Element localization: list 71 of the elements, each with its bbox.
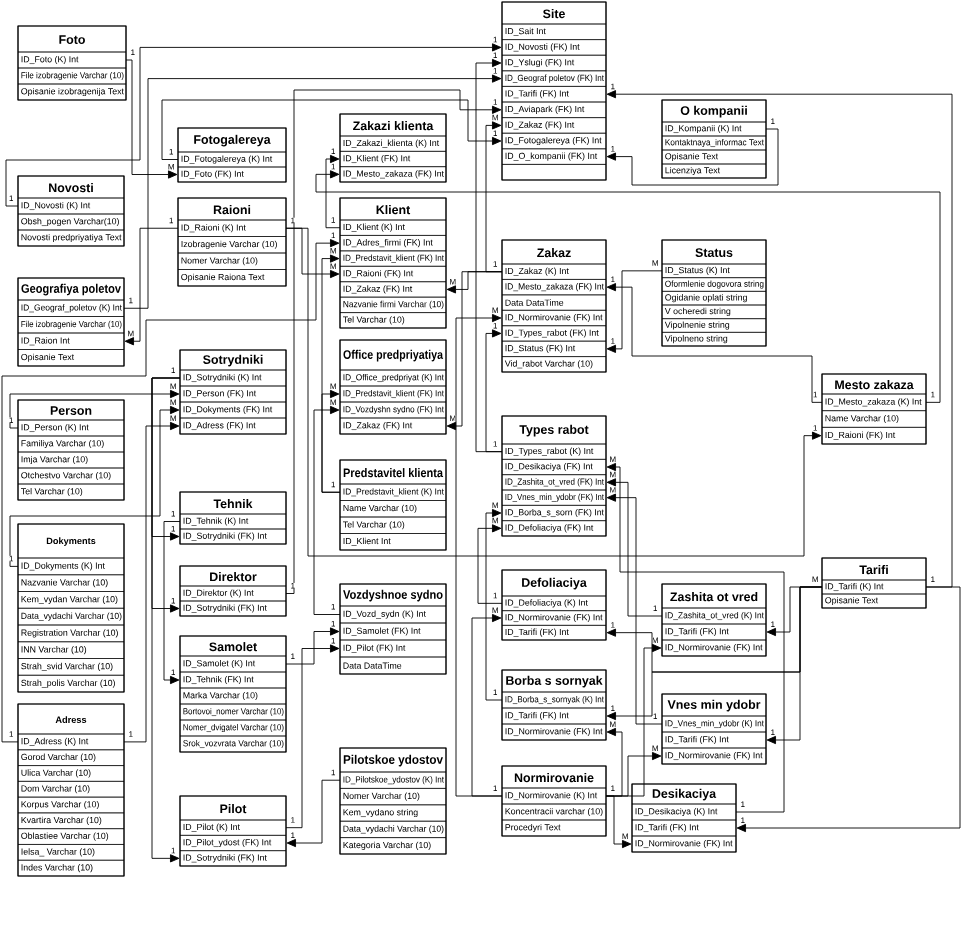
relationship-line	[161, 99, 502, 160]
relationship-line	[605, 727, 623, 797]
relationship-line	[606, 493, 663, 725]
entity-table	[17, 703, 125, 877]
relationship-line	[163, 521, 181, 685]
entity-table	[179, 565, 287, 617]
entity-table	[661, 99, 767, 179]
entity-table	[179, 349, 287, 435]
relationship-line	[313, 405, 341, 615]
entity-table	[339, 197, 447, 329]
relationship-line	[286, 779, 341, 848]
relationship-line	[475, 58, 503, 453]
relationship-line	[485, 508, 503, 701]
entity-table	[501, 765, 607, 837]
relationship-line	[123, 74, 502, 309]
relationship-line	[9, 405, 180, 567]
entity-table	[339, 339, 447, 435]
relationship-line	[485, 329, 503, 453]
relationship-line	[477, 524, 503, 604]
entity-table	[821, 557, 927, 609]
entity-table	[661, 693, 767, 765]
relationship-line	[125, 59, 178, 179]
relationship-line	[606, 90, 953, 588]
relationship-line	[766, 586, 823, 745]
relationship-line	[606, 462, 785, 813]
entity-table	[177, 197, 287, 287]
entity-table	[179, 795, 287, 867]
entity-table	[339, 113, 447, 183]
entity-table	[17, 277, 125, 367]
relationship-line	[455, 313, 503, 797]
relationship-line	[5, 43, 502, 207]
relationship-line	[605, 795, 632, 849]
relationship-line	[285, 227, 822, 557]
relationship-line	[9, 389, 180, 429]
relationship-line	[471, 613, 503, 797]
entity-table	[17, 25, 127, 101]
entity-table	[339, 459, 447, 551]
entity-table	[17, 175, 125, 247]
relationship-line	[285, 89, 502, 594]
entity-table	[17, 399, 125, 501]
relationship-line	[123, 421, 180, 743]
entity-table	[501, 569, 607, 641]
entity-table	[661, 239, 767, 347]
relationship-line	[485, 121, 503, 273]
relationship-line	[606, 283, 823, 403]
entity-table	[179, 491, 287, 545]
entity-table	[177, 127, 287, 183]
relationship-line	[285, 627, 340, 665]
relationship-line	[606, 270, 663, 353]
entity-table	[501, 239, 607, 373]
relationship-line	[321, 389, 341, 493]
relationship-line	[736, 586, 961, 833]
relationship-line	[151, 377, 181, 863]
relationship-line	[325, 154, 341, 229]
relationship-line	[606, 478, 663, 617]
entity-table	[17, 523, 125, 693]
relationship-line	[606, 128, 779, 186]
relationship-line	[446, 271, 503, 431]
relationship-line	[1, 239, 340, 743]
relationship-line	[315, 170, 941, 403]
entity-table	[821, 373, 927, 445]
relationship-line	[285, 644, 340, 829]
entity-table	[501, 415, 607, 537]
entity-table	[631, 783, 737, 853]
entity-table	[501, 669, 607, 741]
entity-table	[661, 583, 767, 657]
relationship-line	[124, 227, 179, 346]
entity-table	[339, 747, 447, 855]
entity-table	[339, 583, 447, 675]
entity-table	[501, 1, 607, 181]
entity-table	[179, 635, 287, 753]
